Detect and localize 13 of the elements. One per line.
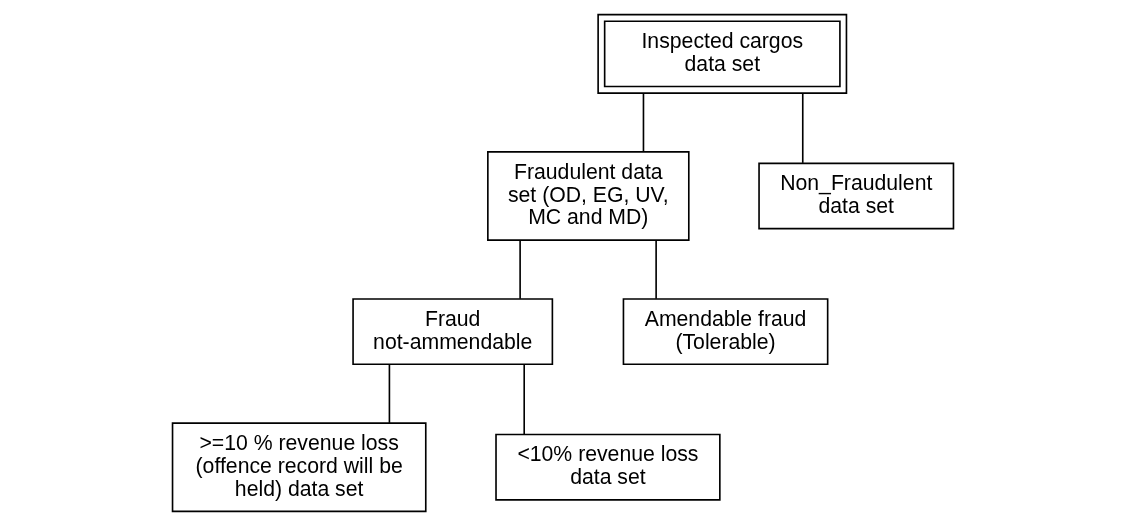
node-box: Fraud not-ammendable: [352, 298, 554, 366]
connector: [523, 363, 525, 436]
connector: [655, 239, 657, 300]
connector: [801, 92, 804, 164]
connector: [388, 363, 391, 424]
connector: [519, 239, 521, 300]
node-box: Fraudulent data set (OD, EG, UV, MC and MD): [487, 151, 690, 241]
node-box: <10% revenue loss data set: [495, 433, 721, 501]
node-box: Inspected cargos data set: [597, 13, 848, 94]
node-box: Non_Fraudulent data set: [758, 162, 955, 230]
connector: [642, 92, 645, 153]
node-box: >=10 % revenue loss (offence record will be held) data set: [171, 422, 427, 513]
node-box: Amendable fraud (Tolerable): [622, 298, 829, 366]
